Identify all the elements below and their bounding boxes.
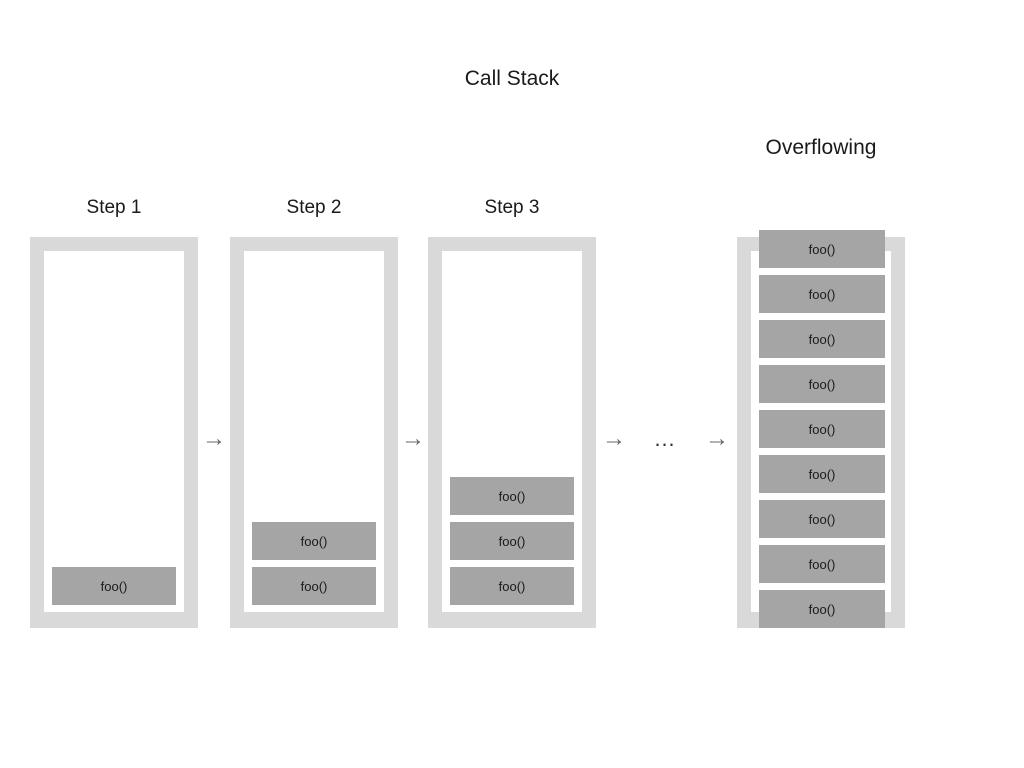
- stack-frame: foo(): [759, 275, 885, 313]
- stack-well-step-2: foo() foo(): [244, 251, 384, 612]
- stack-column-step-3: foo() foo() foo(): [428, 237, 596, 628]
- stack-frame: foo(): [252, 522, 376, 560]
- stack-frame: foo(): [759, 365, 885, 403]
- overflowing-title: Overflowing: [765, 136, 877, 159]
- stack-frame: foo(): [450, 477, 574, 515]
- stack-well-step-3: foo() foo() foo(): [442, 251, 582, 612]
- arrow-icon-3: →: [602, 425, 626, 452]
- stack-frame: foo(): [759, 455, 885, 493]
- arrow-icon-4: →: [705, 425, 729, 452]
- stack-frame: foo(): [759, 500, 885, 538]
- stack-frame: foo(): [52, 567, 176, 605]
- step-1-title: Step 1: [86, 197, 142, 218]
- stack-well-step-1: foo(): [44, 251, 184, 612]
- frame-list-overflowing: foo() foo() foo() foo() foo() foo() foo(…: [759, 230, 885, 628]
- stack-frame: foo(): [759, 590, 885, 628]
- step-2-title: Step 2: [286, 197, 342, 218]
- stack-column-step-2: foo() foo(): [230, 237, 398, 628]
- frame-list-step-3: foo() foo() foo(): [442, 477, 582, 605]
- stack-frame: foo(): [759, 230, 885, 268]
- stack-column-step-1: foo(): [30, 237, 198, 628]
- frame-list-step-1: foo(): [44, 567, 184, 605]
- frame-list-step-2: foo() foo(): [244, 522, 384, 605]
- stack-frame: foo(): [759, 320, 885, 358]
- ellipsis-indicator: …: [653, 426, 677, 451]
- page-title: Call Stack: [464, 67, 560, 90]
- arrow-icon-1: →: [202, 425, 226, 452]
- stack-frame: foo(): [450, 567, 574, 605]
- stack-frame: foo(): [759, 545, 885, 583]
- stack-frame: foo(): [252, 567, 376, 605]
- stack-frame: foo(): [759, 410, 885, 448]
- step-3-title: Step 3: [484, 197, 540, 218]
- stack-frame: foo(): [450, 522, 574, 560]
- arrow-icon-2: →: [401, 425, 425, 452]
